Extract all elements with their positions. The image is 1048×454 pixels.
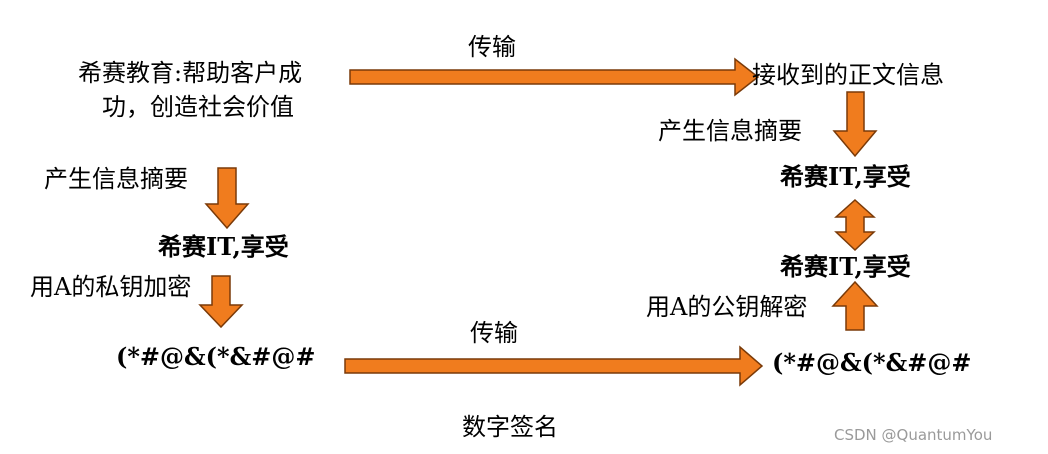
transmit-arrow-bottom — [344, 345, 764, 387]
left-digest-step-label: 产生信息摘要 — [44, 165, 188, 193]
diagram-caption: 数字签名 — [462, 413, 558, 441]
left-digest-down-arrow — [204, 167, 250, 230]
right-cipher-text: (*#@&(*&#@# — [772, 348, 972, 377]
compare-double-arrow — [834, 198, 876, 252]
transmit-label-top: 传输 — [468, 33, 516, 61]
source-text-line2: 功，创造社会价值 — [102, 93, 294, 121]
left-digest-value: 希赛IT,享受 — [158, 232, 289, 261]
left-cipher-text: (*#@&(*&#@# — [116, 342, 316, 371]
received-text-label: 接收到的正文信息 — [752, 61, 944, 89]
right-decrypt-up-arrow — [831, 280, 879, 331]
right-digest-value-computed: 希赛IT,享受 — [780, 162, 911, 191]
right-digest-step-label: 产生信息摘要 — [658, 117, 802, 145]
transmit-label-bottom: 传输 — [470, 319, 518, 347]
left-encrypt-down-arrow — [198, 275, 244, 329]
right-digest-value-decrypted: 希赛IT,享受 — [780, 252, 911, 281]
right-decrypt-step-label: 用A的公钥解密 — [646, 293, 808, 321]
source-text-line1: 希赛教育:帮助客户成 — [78, 59, 303, 87]
transmit-arrow-top — [349, 57, 760, 97]
watermark: CSDN @QuantumYou — [834, 426, 993, 444]
left-encrypt-step-label: 用A的私钥加密 — [30, 273, 192, 301]
right-digest-down-arrow — [832, 91, 878, 158]
